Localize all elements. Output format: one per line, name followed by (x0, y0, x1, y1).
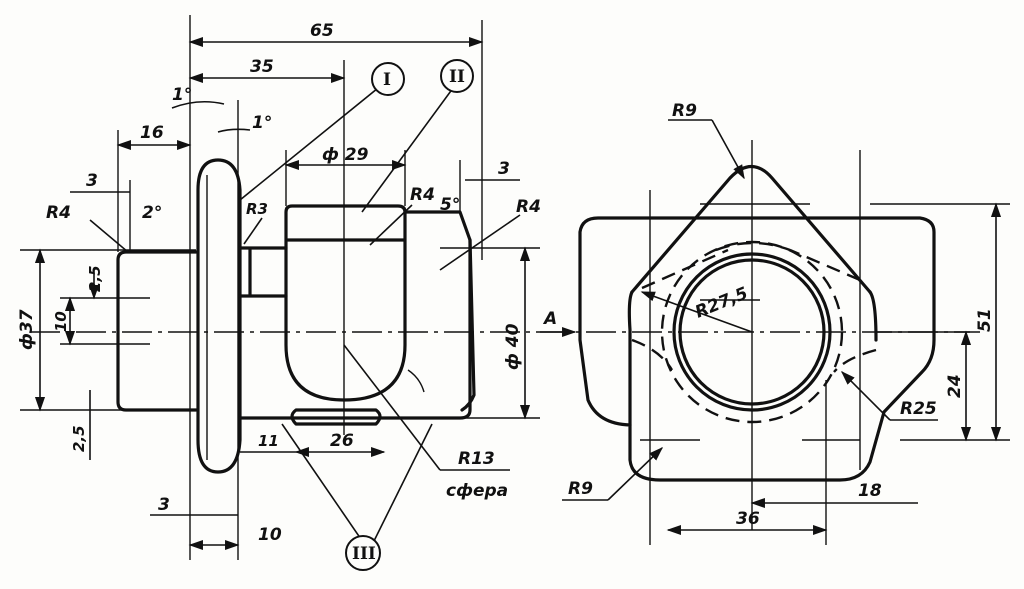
dim-diameter-40: ф 40 (503, 323, 523, 370)
flange-disc (196, 158, 242, 474)
sphere-note: сфера (446, 481, 508, 501)
dim-height-10: 10 (52, 311, 70, 332)
dim-length-26: 26 (330, 431, 354, 451)
dim-height-51: 51 (975, 308, 995, 332)
dim-length-35: 35 (250, 57, 274, 77)
dim-length-11: 11 (258, 432, 279, 450)
dim-overall-length: 65 (310, 21, 334, 41)
dim-angle-1b: 1° (252, 113, 272, 133)
dim-angle-1a: 1° (172, 85, 192, 105)
neck-outline (238, 246, 288, 298)
dim-angle-5: 5° (440, 195, 460, 215)
dim-diameter-37: ф37 (17, 309, 37, 350)
dim-offset-3-top-left: 3 (86, 171, 98, 191)
section-a-label: A (542, 309, 557, 329)
sphere-body (284, 204, 407, 402)
dim-radius-r3: R3 (246, 200, 268, 218)
right-portion (238, 210, 472, 420)
dim-angle-2: 2° (142, 203, 162, 223)
callout-three-circle (345, 535, 381, 571)
dim-radius-r13: R13 (458, 449, 495, 469)
dim-width-36: 36 (736, 509, 760, 529)
side-outer-contour (578, 216, 936, 482)
dim-diameter-29: ф 29 (322, 145, 369, 165)
front-view: 65 35 1° 1° 16 ф 29 3 3 2° R4 R3 R4 5° R… (17, 15, 541, 571)
dim-width-18: 18 (858, 481, 882, 501)
dim-radius-r4-left: R4 (46, 203, 71, 223)
callout-one-label: I (383, 70, 391, 90)
callout-two-label: II (449, 67, 465, 87)
side-view: R9 R27,5 A 51 24 R25 R9 18 36 (540, 101, 1010, 545)
dim-radius-r9-top: R9 (672, 101, 697, 121)
bottom-slot (290, 408, 382, 426)
callout-two-circle (440, 59, 474, 93)
dim-radius-r4-mid: R4 (410, 185, 435, 205)
left-hub-outline (116, 250, 198, 412)
triangular-boss (630, 164, 872, 294)
dim-radius-r9-bottom: R9 (568, 479, 593, 499)
dim-length-16: 16 (140, 123, 164, 143)
dim-radius-r27-5: R27,5 (692, 283, 751, 322)
dim-radius-r4-right: R4 (516, 197, 541, 217)
callout-three-label: III (352, 544, 376, 564)
dim-offset-3-bottom: 3 (158, 495, 170, 515)
dim-offset-3-top-right: 3 (498, 159, 510, 179)
callout-one-circle (371, 62, 405, 96)
dim-length-10-bottom: 10 (258, 525, 282, 545)
dim-height-2-5-bottom: 2,5 (70, 425, 88, 452)
dim-height-24: 24 (945, 374, 965, 398)
dim-radius-r25: R25 (900, 399, 937, 419)
dim-height-2-5-top: 2,5 (86, 265, 104, 292)
